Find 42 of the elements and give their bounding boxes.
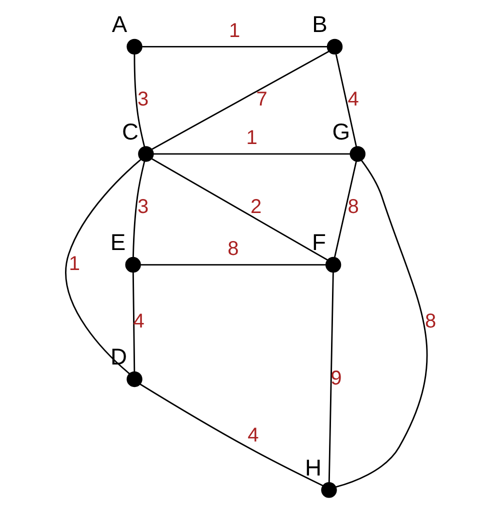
node-label: H <box>305 454 322 480</box>
node-circle <box>126 38 142 55</box>
edge-label: 3 <box>138 196 149 218</box>
node-label: B <box>312 11 328 38</box>
edge-label: 4 <box>248 424 259 447</box>
connector <box>335 160 428 488</box>
connector <box>334 161 357 258</box>
connector <box>151 50 330 150</box>
connector <box>142 46 328 48</box>
node-circle <box>325 256 342 273</box>
node-label: G <box>332 118 350 144</box>
node-label: A <box>112 11 128 38</box>
node-label: F <box>312 229 326 256</box>
connector <box>134 54 146 147</box>
edge-label: 4 <box>348 88 359 111</box>
connector <box>140 383 324 486</box>
connector <box>335 54 357 147</box>
connector <box>65 159 142 374</box>
edge-label: 3 <box>138 88 149 111</box>
node-circle <box>326 38 343 55</box>
edge-label: 1 <box>68 253 80 276</box>
edge-label: 8 <box>228 238 239 260</box>
node-circle <box>321 482 337 498</box>
node-circle <box>126 371 142 388</box>
node-circle <box>138 146 154 162</box>
connector <box>328 272 334 483</box>
node-label: D <box>110 344 128 370</box>
node-circle <box>125 256 141 273</box>
node-label: E <box>110 229 126 256</box>
edge-label: 2 <box>250 196 262 218</box>
connector <box>140 264 326 266</box>
edge-label: 8 <box>348 196 359 218</box>
node-circle <box>350 146 366 162</box>
edge-label: 8 <box>424 310 436 332</box>
connector <box>132 272 136 372</box>
node-label: C <box>122 118 138 144</box>
edge-label: 1 <box>229 20 240 42</box>
edge-label: 7 <box>256 88 268 111</box>
edge-label: 1 <box>246 127 258 150</box>
connector <box>151 158 328 261</box>
connector <box>154 153 350 155</box>
connector <box>132 161 146 258</box>
